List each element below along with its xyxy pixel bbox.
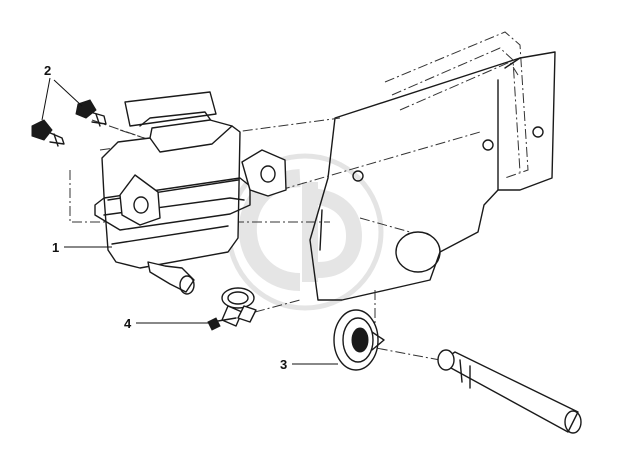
coolant-hose (437, 349, 582, 434)
callout-1: 1 (52, 240, 59, 255)
callout-4: 4 (124, 316, 132, 331)
hose-clamp (207, 287, 257, 331)
mounting-panel (309, 31, 556, 301)
callout-3: 3 (280, 357, 287, 372)
callout-leaders (41, 77, 338, 365)
callout-2: 2 (44, 63, 51, 78)
watermark-logo (226, 153, 384, 311)
reservoir-tank (94, 91, 287, 295)
rubber-grommet (333, 309, 385, 371)
mounting-bolts (31, 99, 107, 147)
bolt-lower (31, 119, 65, 147)
bolt-upper (75, 99, 107, 127)
